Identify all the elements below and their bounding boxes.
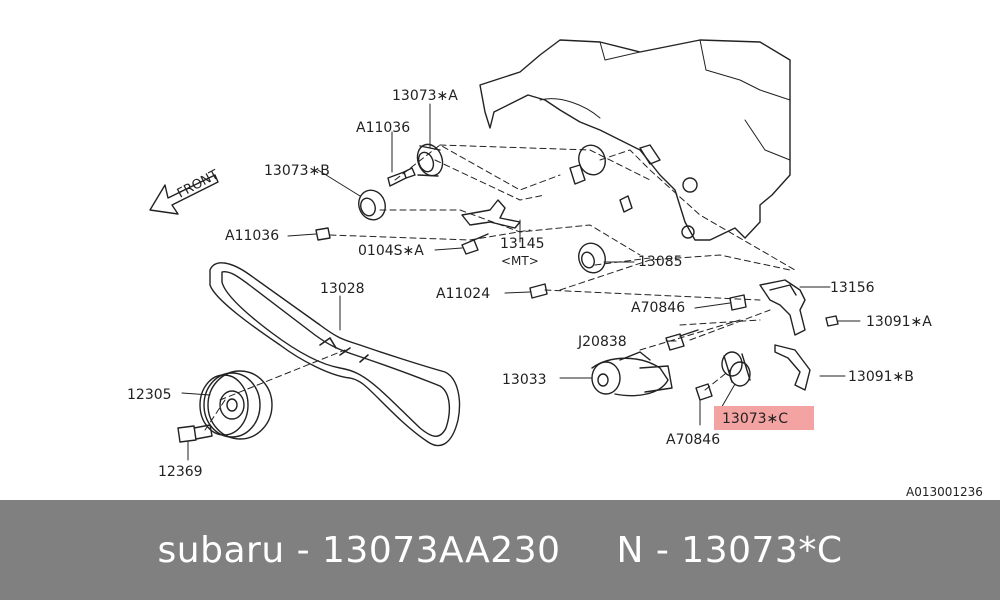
brand-part-number: subaru - 13073AA230 bbox=[157, 529, 561, 571]
engine-pulleys bbox=[569, 144, 661, 213]
part-label: 13033 bbox=[502, 372, 547, 388]
engine-block-outline bbox=[479, 39, 791, 241]
part-label: 12369 bbox=[158, 464, 203, 480]
target-part-highlight bbox=[714, 406, 814, 430]
idler-pulley-b bbox=[358, 189, 386, 221]
idler-13085 bbox=[578, 242, 606, 274]
part-label: J20838 bbox=[577, 334, 627, 350]
bolt-a70846-lower bbox=[695, 383, 713, 401]
part-label: 13073∗A bbox=[392, 88, 458, 104]
part-label: <MT> bbox=[501, 254, 539, 268]
front-arrow-icon bbox=[149, 174, 219, 215]
bolt-a11024 bbox=[529, 283, 548, 299]
bracket-13145 bbox=[461, 199, 521, 229]
part-label: 13085 bbox=[638, 254, 683, 270]
part-label: 13073∗C bbox=[722, 411, 788, 427]
part-label: A70846 bbox=[631, 300, 685, 316]
part-label: A70846 bbox=[666, 432, 720, 448]
cover-13091b bbox=[774, 344, 811, 391]
part-label: A11036 bbox=[356, 120, 410, 136]
reference-number: N - 13073*C bbox=[616, 529, 843, 571]
bolt-a70846-upper bbox=[729, 294, 747, 311]
part-label: 13091∗B bbox=[848, 369, 914, 385]
tensioner-13033 bbox=[591, 351, 673, 397]
part-label: 13028 bbox=[320, 281, 365, 297]
crank-pulley bbox=[199, 370, 273, 440]
part-label: A11024 bbox=[436, 286, 490, 302]
diagram-svg: FRONT 13073∗A A11036 13073∗B A11036 0104… bbox=[127, 39, 983, 499]
part-label: 0104S∗A bbox=[358, 243, 424, 259]
bolt-j20838 bbox=[665, 329, 699, 351]
bolt-a11036-top bbox=[387, 167, 416, 187]
bolt-a11036-lower bbox=[315, 227, 331, 241]
part-label: A11036 bbox=[225, 228, 279, 244]
part-label: 13073∗B bbox=[264, 163, 330, 179]
part-label: 13091∗A bbox=[866, 314, 932, 330]
part-label: 13156 bbox=[830, 280, 875, 296]
parts-diagram: FRONT 13073∗A A11036 13073∗B A11036 0104… bbox=[127, 39, 983, 499]
clip-13091a bbox=[825, 315, 839, 327]
part-info-bar: subaru - 13073AA230 N - 13073*C bbox=[0, 500, 1000, 600]
bracket-13156 bbox=[759, 279, 806, 336]
catalog-code: A013001236 bbox=[906, 485, 983, 499]
bolt-12369 bbox=[177, 424, 213, 443]
timing-belt bbox=[209, 262, 461, 447]
part-label: 12305 bbox=[127, 387, 172, 403]
part-label: 13145 bbox=[500, 236, 545, 252]
bolt-0104s bbox=[461, 233, 489, 255]
idler-13073c bbox=[721, 351, 751, 387]
